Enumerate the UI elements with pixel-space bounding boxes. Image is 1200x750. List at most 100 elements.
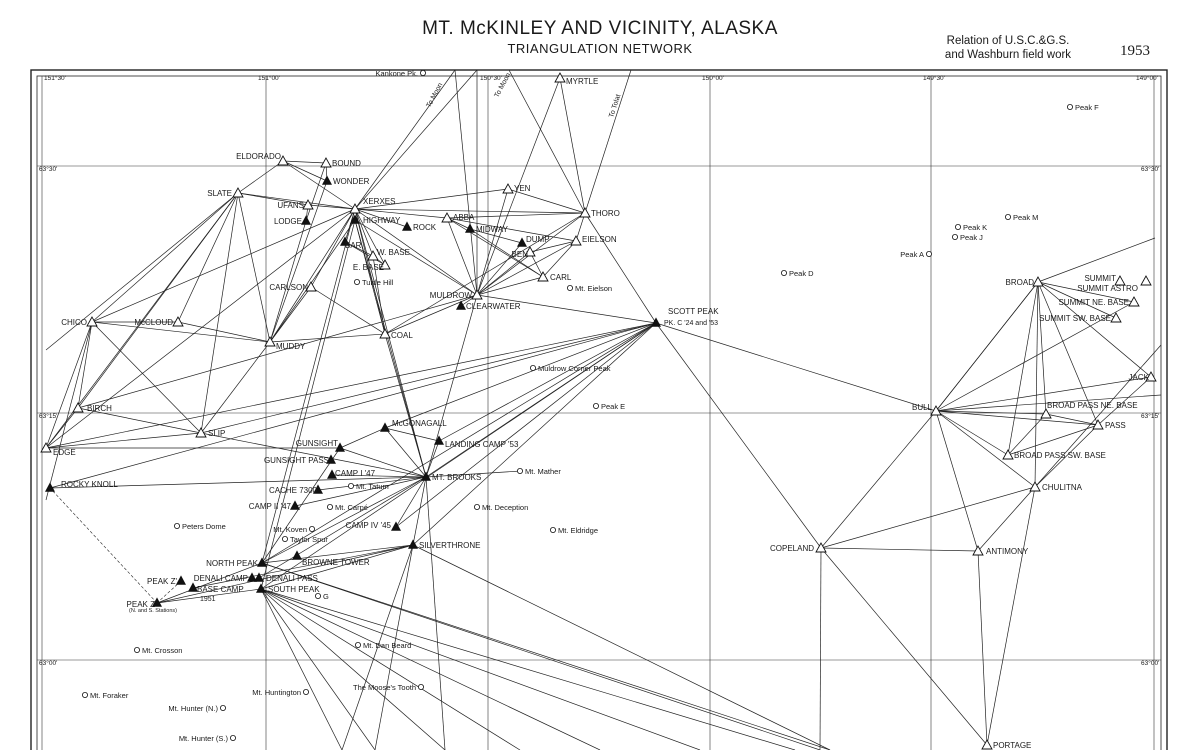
station-label: MIDWAY xyxy=(476,225,509,234)
peak-label: Mt. Hunter (S.) xyxy=(179,734,229,743)
sight-line xyxy=(412,322,657,546)
triangle-station-icon xyxy=(972,545,984,556)
sight-line xyxy=(282,160,327,164)
sight-line xyxy=(476,77,561,296)
sight-line xyxy=(260,588,343,750)
peak-label: Mt. Crosson xyxy=(142,646,182,655)
sight-line xyxy=(354,208,408,228)
sight-line xyxy=(384,294,478,335)
sight-line xyxy=(269,333,386,343)
peak-label: Mt. Koven xyxy=(273,525,307,534)
longitude-label: 151°30' xyxy=(44,74,66,82)
triangle-station-icon xyxy=(1029,481,1041,492)
sight-line xyxy=(260,588,446,750)
sight-line xyxy=(339,427,386,449)
map-subtitle: TRIANGULATION NETWORK xyxy=(507,41,693,56)
sight-line xyxy=(1045,413,1099,426)
sight-line xyxy=(317,476,427,491)
station-label: CARLSON xyxy=(269,283,308,292)
sight-line xyxy=(425,476,446,750)
sight-line xyxy=(986,486,1036,746)
sight-line xyxy=(282,160,328,182)
station-label: PORTAGE xyxy=(993,741,1031,750)
sight-line xyxy=(1037,281,1117,319)
sight-line xyxy=(260,588,376,750)
peak-label: Muldrow Corner Peak xyxy=(538,364,611,373)
station-label: ABBA xyxy=(453,213,475,222)
station-label: BROAD PASS SW. BASE xyxy=(1014,451,1106,460)
sight-line xyxy=(542,240,577,278)
peak-label: Mt. Huntington xyxy=(252,688,301,697)
peak-circle-icon xyxy=(517,467,524,474)
sight-line xyxy=(77,294,478,409)
inner-border xyxy=(36,75,1162,750)
map-frame xyxy=(30,69,1168,750)
sight-line xyxy=(260,588,601,750)
filled-station-icon xyxy=(152,597,162,607)
peak-label: Mt. Tatum xyxy=(356,482,389,491)
triangle-station-icon xyxy=(1140,275,1152,286)
sight-line xyxy=(476,294,657,324)
sight-line xyxy=(384,427,427,478)
sight-line xyxy=(305,162,327,222)
sight-line xyxy=(260,322,657,590)
sight-line xyxy=(260,588,701,750)
sight-line xyxy=(200,341,271,434)
filled-station-icon xyxy=(434,435,444,445)
sight-line xyxy=(45,432,202,449)
triangle-station-icon xyxy=(232,187,244,198)
station-label: GUNSIGHT xyxy=(296,439,338,448)
sight-line xyxy=(45,321,93,501)
sight-line xyxy=(310,286,386,335)
peak-circle-icon xyxy=(530,364,537,371)
sight-line xyxy=(49,322,657,489)
sight-line xyxy=(820,547,988,746)
station-label: DENALI CAMP xyxy=(194,574,248,583)
sight-line xyxy=(476,240,577,296)
sight-line xyxy=(438,322,657,442)
filled-station-icon xyxy=(517,237,527,247)
station-label: EIELSON xyxy=(582,235,617,244)
sight-line xyxy=(354,208,448,219)
sight-line xyxy=(45,321,93,449)
sight-line xyxy=(260,219,356,590)
sight-line xyxy=(307,204,356,210)
latitude-label: 63°15' xyxy=(1141,412,1159,420)
sight-line xyxy=(269,219,356,343)
sight-line xyxy=(935,410,1009,456)
triangle-station-icon xyxy=(195,427,207,438)
map-year: 1953 xyxy=(1120,43,1150,59)
station-label: MULDROW xyxy=(430,291,473,300)
peak-circle-icon xyxy=(781,269,788,276)
station-label: SLIP xyxy=(208,429,225,438)
triangle-station-icon xyxy=(320,157,332,168)
peak-label: Mt. Foraker xyxy=(90,691,129,700)
sight-line xyxy=(425,470,522,478)
station-label: ROCK xyxy=(413,223,437,232)
peak-circle-icon xyxy=(82,692,89,699)
sight-line xyxy=(508,69,586,214)
sight-line xyxy=(935,301,1135,412)
station-label: McGONAGALL xyxy=(392,419,447,428)
relation-note: Relation of U.S.C.&G.S. and Washburn fie… xyxy=(928,34,1088,62)
sight-line xyxy=(1007,413,1047,456)
sight-line xyxy=(425,294,478,478)
sight-line xyxy=(200,322,657,434)
peak-circle-icon xyxy=(314,593,321,600)
sight-line xyxy=(935,410,1099,426)
station-label: UFANS xyxy=(277,201,304,210)
filled-station-icon xyxy=(651,317,661,327)
sight-line xyxy=(354,69,456,210)
sight-line xyxy=(476,188,509,296)
sight-line xyxy=(237,160,284,194)
sight-line xyxy=(584,212,657,324)
sight-line xyxy=(156,562,263,604)
peak-label: G xyxy=(323,592,329,601)
station-label: CARL xyxy=(550,273,572,282)
sight-line xyxy=(261,562,831,750)
sight-line xyxy=(261,544,414,564)
triangle-station-icon xyxy=(1002,449,1014,460)
sight-line xyxy=(476,242,523,296)
station-label: YEN xyxy=(514,184,531,193)
filled-station-icon xyxy=(421,471,431,481)
